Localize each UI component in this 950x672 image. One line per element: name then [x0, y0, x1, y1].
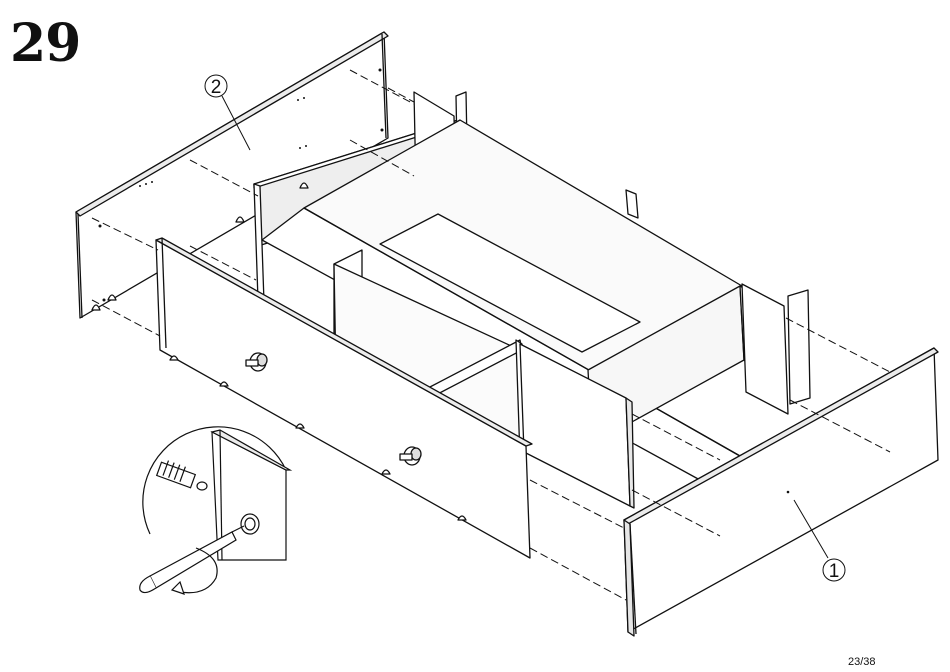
detail-inset	[140, 427, 290, 594]
callout-1-label: 1	[829, 561, 840, 582]
callout-2-label: 2	[211, 77, 222, 98]
cam-lock-icon	[241, 514, 259, 534]
page-number: 23/38	[848, 656, 876, 668]
cam-bolt-icon	[157, 461, 207, 490]
